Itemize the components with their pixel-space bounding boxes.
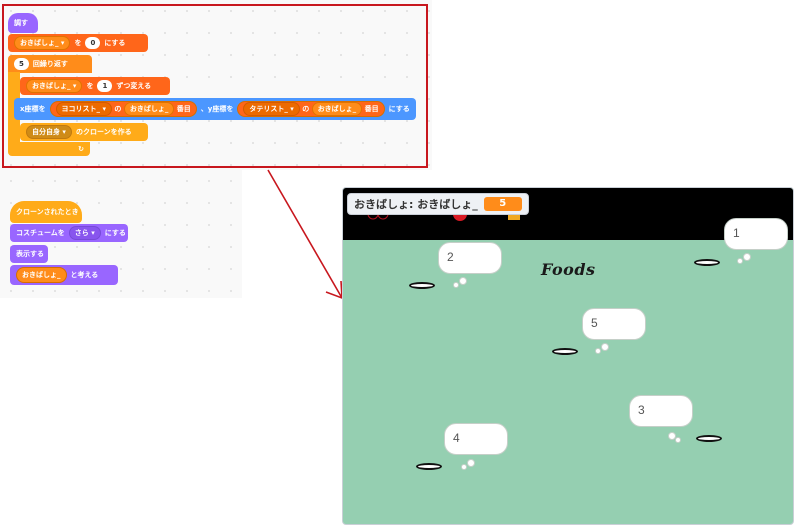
think-bubble-2: 2 [438,242,502,288]
think-value-reporter[interactable]: おきばしょ_ [16,267,67,283]
y-index-reporter[interactable]: おきばしょ_ [311,102,363,116]
monitor-label: おきばしょ: おきばしょ_ [354,198,478,211]
change-suffix-label: ずつ変える [116,82,152,90]
variable-dropdown[interactable]: おきばしょ_ ▾ [14,36,71,50]
set-suffix-label: にする [104,39,126,47]
repeat-block-bottom: ↻ [8,142,90,156]
plate-2 [409,282,435,289]
highlight-box [2,4,428,168]
plate-4 [416,463,442,470]
stage[interactable]: おきばしょ: おきばしょ_ 5 Foods 2 1 5 3 4 [342,187,794,525]
think-bubble-1: 1 [724,218,788,264]
change-by-label: を [86,82,94,90]
goto-y-label: 、y座標を [200,105,234,113]
when-cloned-hat-block[interactable]: クローンされたとき [10,201,82,223]
repeat-count-input[interactable]: 5 [14,58,29,70]
think-bubble-3: 3 [629,395,693,443]
change-variable-dropdown[interactable]: おきばしょ_ ▾ [26,79,83,93]
custom-block-define[interactable]: 調す [8,13,38,33]
think-bubble-4: 4 [444,423,508,470]
costume-suffix-label: にする [104,229,126,237]
set-value-input[interactable]: 0 [85,37,101,49]
plate-5 [552,348,578,355]
monitor-value: 5 [483,197,522,211]
goto-x-label: x座標を [20,105,46,113]
create-clone-block[interactable]: 自分自身 ▾ のクローンを作る [20,123,148,141]
y-list-dropdown[interactable]: タテリスト_ ▾ [243,102,300,116]
show-label: 表示する [16,250,44,258]
switch-costume-block[interactable]: コスチュームを さら ▾ にする [10,224,128,242]
think-bubble-5: 5 [582,308,646,354]
define-label: 調す [14,19,28,27]
change-variable-block[interactable]: おきばしょ_ ▾ を 1 ずつ変える [20,77,170,95]
plate-3 [696,435,722,442]
repeat-block[interactable]: 5 回繰り返す [8,55,92,73]
goto-xy-block[interactable]: x座標を ヨコリスト_ ▾ の おきばしょ_ 番目 、y座標を タテリスト_ ▾… [14,98,416,120]
x-list-dropdown[interactable]: ヨコリスト_ ▾ [55,102,112,116]
goto-suffix-label: にする [388,105,410,113]
item-of-list-x[interactable]: ヨコリスト_ ▾ の おきばしょ_ 番目 [49,101,197,117]
think-block[interactable]: おきばしょ_ と考える [10,265,118,285]
set-variable-block[interactable]: おきばしょ_ ▾ を 0 にする [8,34,148,52]
y-nth-label: 番目 [364,105,379,113]
costume-prefix-label: コスチュームを [16,229,65,237]
plate-1 [694,259,720,266]
code-area-main [0,0,432,170]
clone-suffix-label: のクローンを作る [75,128,132,136]
show-block[interactable]: 表示する [10,245,48,263]
x-index-reporter[interactable]: おきばしょ_ [123,102,175,116]
y-of-label: の [302,105,310,113]
repeat-label: 回繰り返す [32,60,68,68]
loop-arrow-icon: ↻ [78,145,84,153]
foods-title: Foods [541,260,596,279]
change-value-input[interactable]: 1 [97,80,113,92]
costume-dropdown[interactable]: さら ▾ [68,226,101,240]
set-to-label: を [74,39,82,47]
item-of-list-y[interactable]: タテリスト_ ▾ の おきばしょ_ 番目 [237,101,385,117]
when-cloned-label: クローンされたとき [16,208,79,216]
variable-monitor[interactable]: おきばしょ: おきばしょ_ 5 [347,193,529,215]
clone-target-dropdown[interactable]: 自分自身 ▾ [26,125,72,139]
x-nth-label: 番目 [176,105,191,113]
x-of-label: の [114,105,122,113]
think-suffix-label: と考える [70,271,99,279]
